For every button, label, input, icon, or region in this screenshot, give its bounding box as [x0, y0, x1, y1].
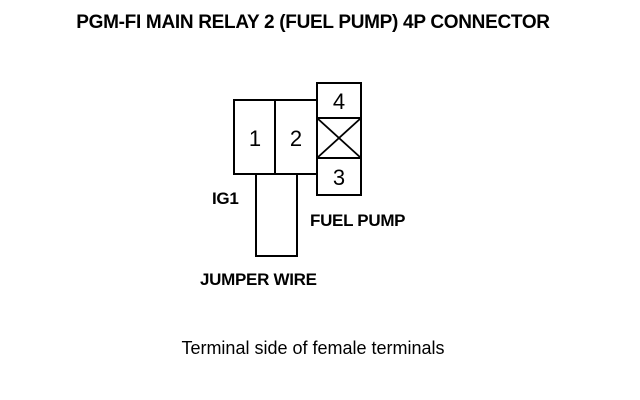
fuel-pump-label: FUEL PUMP	[310, 211, 406, 230]
terminal-3-cavity	[316, 157, 362, 196]
diagram-caption: Terminal side of female terminals	[181, 338, 445, 358]
diagram-title: PGM-FI MAIN RELAY 2 (FUEL PUMP) 4P CONNE…	[76, 12, 550, 33]
terminal-1-number: 1	[249, 126, 261, 151]
terminal-2-number: 2	[290, 126, 302, 151]
jumper-wire-label: JUMPER WIRE	[200, 270, 317, 289]
terminal-3-number: 3	[333, 165, 345, 190]
jumper-wire	[255, 174, 298, 257]
ig1-label: IG1	[212, 189, 239, 208]
empty-cavity-cross-b	[316, 117, 362, 159]
terminal-4-number: 4	[333, 89, 345, 114]
